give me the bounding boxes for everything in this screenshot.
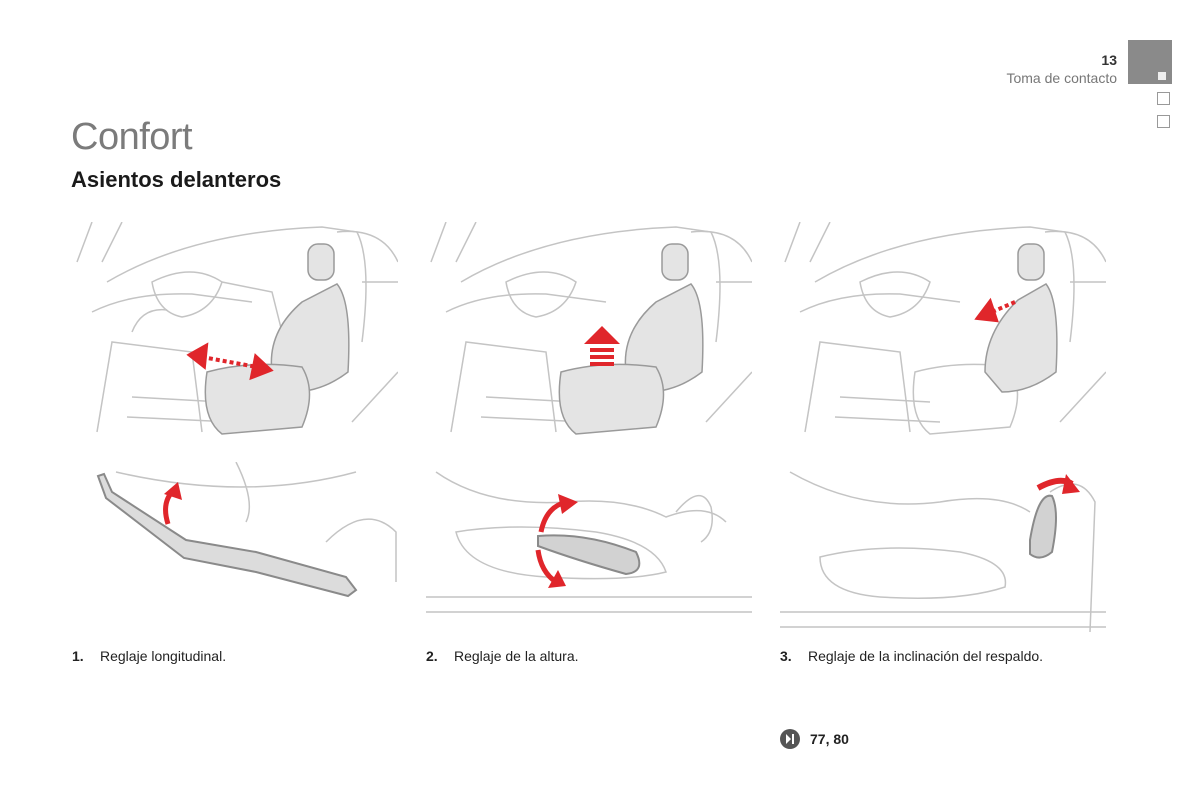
caption-text: Reglaje longitudinal. xyxy=(100,648,227,664)
caption-2: 2. Reglaje de la altura. xyxy=(426,648,579,664)
page-reference[interactable]: 77, 80 xyxy=(780,729,849,749)
chapter-tab-active[interactable] xyxy=(1128,40,1172,84)
caption-number: 2. xyxy=(426,648,438,664)
tab-marker xyxy=(1158,72,1166,80)
forward-arrow-icon xyxy=(780,729,800,749)
chapter-tab[interactable] xyxy=(1157,115,1170,128)
caption-text: Reglaje de la inclinación del respaldo. xyxy=(808,648,1044,664)
height-lever-detail xyxy=(426,471,752,613)
page-number: 13 xyxy=(1101,52,1117,68)
chapter-tab[interactable] xyxy=(1157,92,1170,105)
reference-pages: 77, 80 xyxy=(810,731,849,747)
seat-interior-illustration-3 xyxy=(784,222,1106,435)
longitudinal-lever-detail xyxy=(96,462,397,598)
recline-handle-detail xyxy=(780,471,1106,633)
caption-1: 1. Reglaje longitudinal. xyxy=(72,648,226,664)
seat-interior-illustration-2 xyxy=(430,222,752,435)
section-name: Toma de contacto xyxy=(1006,70,1117,86)
caption-number: 1. xyxy=(72,648,84,664)
seat-interior-illustration-1 xyxy=(76,222,398,435)
page-title: Confort xyxy=(71,116,193,158)
caption-3: 3. Reglaje de la inclinación del respaldo… xyxy=(780,648,1043,664)
page-subtitle: Asientos delanteros xyxy=(71,167,282,192)
caption-number: 3. xyxy=(780,648,792,664)
caption-text: Reglaje de la altura. xyxy=(454,648,579,664)
